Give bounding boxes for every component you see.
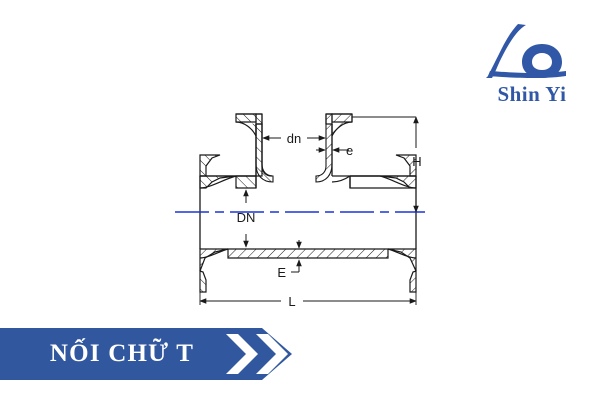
- dimension-label-E: E: [277, 265, 286, 280]
- dimension-label-e: e: [346, 143, 353, 158]
- chevron-two-icon: [256, 334, 288, 374]
- shinyi-logo-icon: [486, 24, 566, 78]
- brand-name: Shin Yi: [497, 82, 567, 106]
- banner: NỐI CHỮ T: [0, 328, 320, 380]
- dimension-H: [352, 116, 419, 213]
- top-run-wall-right: [349, 175, 417, 189]
- dimension-E: [291, 240, 302, 273]
- dimension-annotations: [199, 116, 419, 305]
- dimension-label-L: L: [288, 294, 295, 309]
- top-run-wall-left: [199, 175, 257, 189]
- brand-block: Shin Yi: [472, 22, 592, 112]
- dimension-label-dn: dn: [287, 131, 301, 146]
- dimension-e: [316, 132, 349, 162]
- dimension-label-DN: DN: [237, 210, 256, 225]
- branch-left-wall-section: [255, 123, 274, 183]
- banner-background: [0, 328, 292, 380]
- fitting-body: [199, 113, 417, 293]
- bottom-run-wall: [199, 248, 417, 272]
- chevron-one-icon: [226, 334, 258, 374]
- dimension-L: [199, 292, 417, 305]
- branch-flange-left: [235, 113, 263, 137]
- dimension-label-H: H: [412, 154, 421, 169]
- banner-shape: [0, 328, 292, 380]
